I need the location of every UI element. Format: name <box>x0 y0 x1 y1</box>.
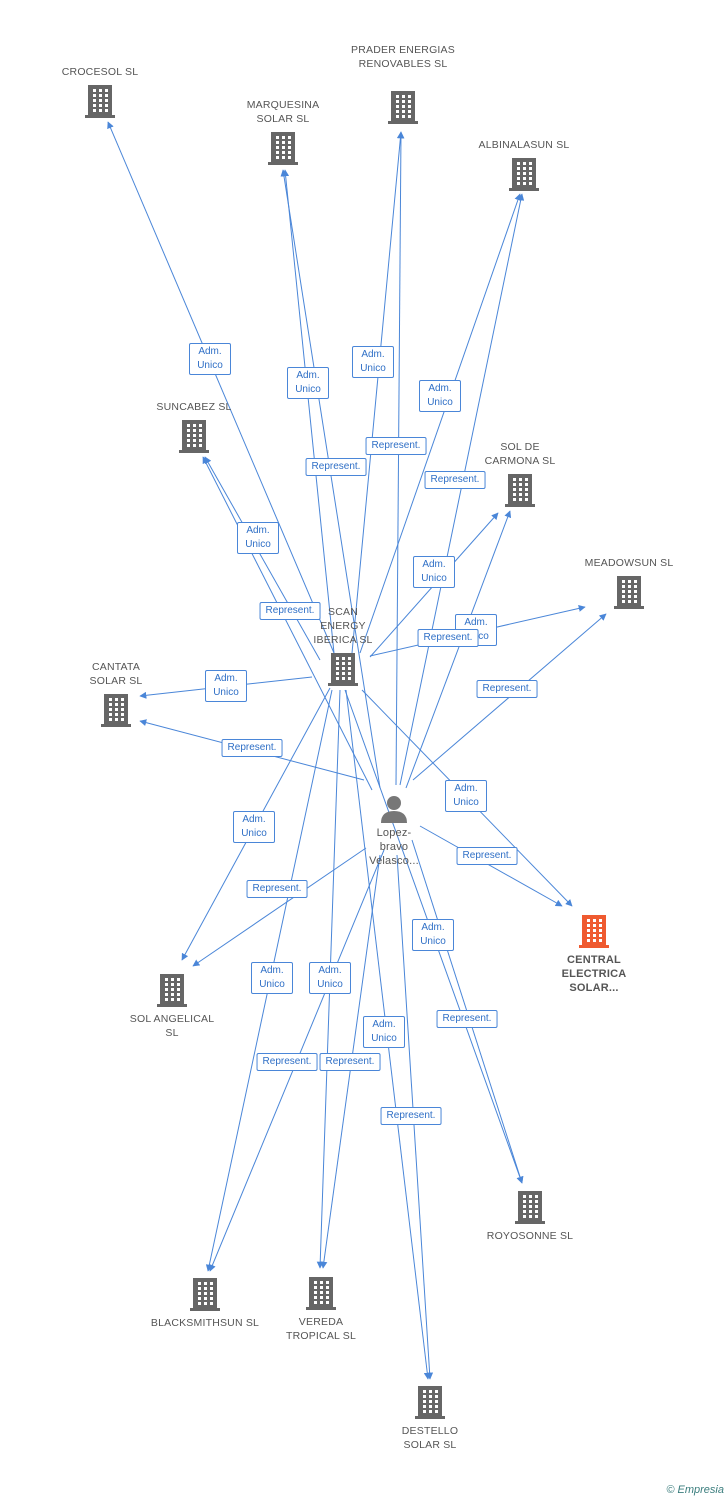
building-icon <box>268 130 298 171</box>
edge-label-scan-to-royosonne[interactable]: Adm. Unico <box>412 919 454 951</box>
node-label: ALBINALASUN SL <box>478 139 570 151</box>
node-label: SUNCABEZ SL <box>156 401 232 413</box>
building-icon <box>179 418 209 459</box>
edge-label-scan-to-marquesina[interactable]: Adm. Unico <box>287 367 329 399</box>
node-label: VEREDA TROPICAL SL <box>285 1316 357 1342</box>
edge-label-person-to-blacksmithsun[interactable]: Represent. <box>256 1053 318 1071</box>
edge-scan-to-marquesina <box>282 169 335 654</box>
edge-person-to-marquesina <box>280 169 381 789</box>
node-label: SOL ANGELICAL SL <box>129 1013 215 1039</box>
edge-label-person-to-prader[interactable]: Represent. <box>365 437 427 455</box>
edge-label-person-to-royosonne[interactable]: Represent. <box>436 1010 498 1028</box>
edge-label-scan-to-cantata[interactable]: Adm. Unico <box>205 670 247 702</box>
edge-person-to-central <box>419 825 563 907</box>
edge-scan-to-prader <box>351 131 404 654</box>
edge-label-person-to-albinalasun[interactable]: Represent. <box>424 471 486 489</box>
building-icon <box>515 1189 545 1230</box>
node-label: ROYOSONNE SL <box>486 1230 574 1242</box>
copyright-symbol: © <box>666 1484 675 1496</box>
edge-label-scan-to-vereda[interactable]: Adm. Unico <box>309 962 351 994</box>
edge-label-scan-to-blacksmithsun[interactable]: Adm. Unico <box>251 962 293 994</box>
brand-watermark: © Empresia <box>666 1484 724 1496</box>
node-label: CENTRAL ELECTRICA SOLAR... <box>561 954 627 994</box>
edge-label-person-to-central[interactable]: Represent. <box>456 847 518 865</box>
node-label: DESTELLO SOLAR SL <box>401 1425 459 1451</box>
node-label: Lopez-bravo Velasco... <box>369 827 419 867</box>
building-icon <box>388 89 418 130</box>
building-icon <box>328 651 358 692</box>
edge-label-person-to-destello[interactable]: Represent. <box>380 1107 442 1125</box>
edge-label-person-to-suncabez[interactable]: Represent. <box>259 602 321 620</box>
edge-scan-to-suncabez <box>204 456 321 661</box>
edge-label-person-to-marquesina[interactable]: Represent. <box>305 458 367 476</box>
building-icon <box>101 692 131 733</box>
edge-label-person-to-soldecarmona[interactable]: Represent. <box>417 629 479 647</box>
edge-scan-to-albinalasun <box>359 193 522 654</box>
building-icon <box>415 1384 445 1425</box>
building-icon <box>306 1275 336 1316</box>
node-label: SCAN ENERGY IBERICA SL <box>313 606 373 646</box>
building-icon <box>157 972 187 1013</box>
edge-label-scan-to-albinalasun[interactable]: Adm. Unico <box>419 380 461 412</box>
node-label: BLACKSMITHSUN SL <box>150 1317 260 1329</box>
building-icon <box>85 83 115 124</box>
edge-label-scan-to-central[interactable]: Adm. Unico <box>445 780 487 812</box>
node-label: SOL DE CARMONA SL <box>484 441 556 467</box>
node-label: CANTATA SOLAR SL <box>89 661 143 687</box>
building-icon <box>505 472 535 513</box>
edge-label-scan-to-prader[interactable]: Adm. Unico <box>352 346 394 378</box>
edge-scan-to-crocesol <box>107 121 335 654</box>
building-icon <box>579 913 609 954</box>
building-icon <box>509 156 539 197</box>
edge-label-person-to-vereda[interactable]: Represent. <box>319 1053 381 1071</box>
edge-person-to-soldecarmona <box>405 510 512 789</box>
building-icon <box>190 1276 220 1317</box>
edge-person-to-prader <box>395 131 405 786</box>
node-label: MARQUESINA SOLAR SL <box>246 99 320 125</box>
node-label: CROCESOL SL <box>61 66 139 78</box>
node-label: PRADER ENERGIAS RENOVABLES SL <box>351 44 455 70</box>
person-icon <box>379 794 409 829</box>
edge-person-to-solangelical <box>192 847 367 967</box>
edge-label-person-to-solangelical[interactable]: Represent. <box>246 880 308 898</box>
brand-name: Empresia <box>677 1484 724 1496</box>
edge-label-scan-to-soldecarmona[interactable]: Adm. Unico <box>413 556 455 588</box>
edge-person-to-suncabez <box>202 456 373 791</box>
edge-label-scan-to-crocesol[interactable]: Adm. Unico <box>189 343 231 375</box>
edge-label-person-to-cantata[interactable]: Represent. <box>221 739 283 757</box>
node-label: MEADOWSUN SL <box>584 557 674 569</box>
edge-label-person-to-meadowsun[interactable]: Represent. <box>476 680 538 698</box>
edge-label-scan-to-solangelical[interactable]: Adm. Unico <box>233 811 275 843</box>
building-icon <box>614 574 644 615</box>
edge-label-scan-to-destello[interactable]: Adm. Unico <box>363 1016 405 1048</box>
edge-person-to-albinalasun <box>399 193 525 786</box>
edge-label-scan-to-suncabez[interactable]: Adm. Unico <box>237 522 279 554</box>
